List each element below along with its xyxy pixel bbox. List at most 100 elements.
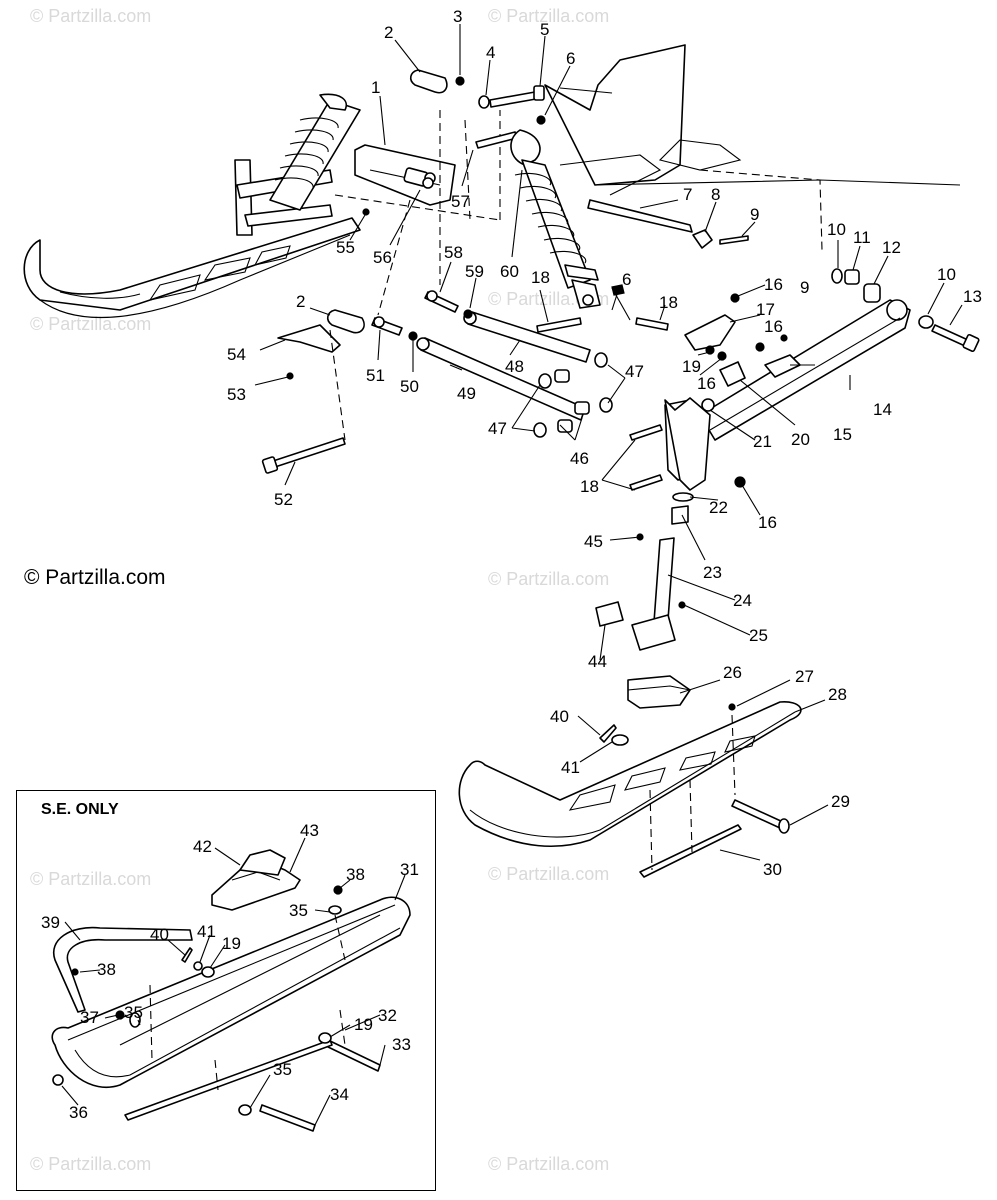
part-18-bolt-b [635,317,669,331]
watermark: © Partzilla.com [30,1154,151,1174]
callout-29: 29 [831,792,850,811]
callout-8: 8 [711,185,720,204]
callout-23: 23 [703,563,722,582]
callout-38: 38 [97,960,116,979]
callout-55: 55 [336,238,355,257]
callout-2: 2 [296,292,305,311]
part-30-wear-bar [639,824,742,878]
callout-20: 20 [791,430,810,449]
callout-5: 5 [540,20,549,39]
callout-33: 33 [392,1035,411,1054]
callout-42: 42 [193,837,212,856]
callout-32: 32 [378,1006,397,1025]
se-only-inset-frame: S.E. ONLY [16,790,436,1191]
watermark: © Partzilla.com [488,6,609,26]
part-47-nut-d [533,422,547,438]
callout-37: 37 [80,1008,99,1027]
part-17-bracket [684,314,736,351]
part-10-washer-left [831,268,843,284]
callout-54: 54 [227,345,246,364]
callout-14: 14 [873,400,892,419]
part-35-washer-a [328,905,342,915]
callout-labels: 1 2 3 4 5 6 7 8 9 10 11 12 10 13 14 15 1… [41,7,982,1122]
part-60-shock-absorber [510,129,601,309]
part-34-bolt [259,1104,316,1132]
callout-43: 43 [300,821,319,840]
watermark: © Partzilla.com [488,864,609,884]
part-26-ski-saddle [627,675,691,709]
part-16-nut-b [755,342,765,352]
part-28-ski [458,701,802,848]
part-52-bolt [261,437,346,474]
watermark: © Partzilla.com [30,314,151,334]
part-18-bolt-c [629,424,663,441]
callout-40: 40 [150,925,169,944]
part-29-bolt [731,799,790,834]
part-56-nut [422,177,434,189]
copyright-notice: © Partzilla.com [24,566,166,589]
callout-41: 41 [561,758,580,777]
part-7-rod [587,199,693,233]
callout-56: 56 [373,248,392,267]
callout-16: 16 [697,374,716,393]
part-13-bolt [931,324,980,353]
part-38-nut-a [71,968,79,976]
callout-4: 4 [486,43,495,62]
callout-45: 45 [584,532,603,551]
callout-59: 59 [465,262,484,281]
part-5-bolt [489,85,545,108]
callout-27: 27 [795,667,814,686]
callout-9: 9 [800,278,809,297]
part-53-rivet [286,372,294,380]
callout-1: 1 [371,78,380,97]
callout-18: 18 [531,268,550,287]
part-16-nut-a [730,293,740,303]
callout-60: 60 [500,262,519,281]
callout-13: 13 [963,287,982,306]
callout-19: 19 [222,934,241,953]
callout-31: 31 [400,860,419,879]
part-8-cap-nut [692,229,713,249]
callout-3: 3 [453,7,462,26]
callout-58: 58 [444,243,463,262]
part-40-cotter-inset [181,947,193,963]
callout-35: 35 [124,1003,143,1022]
part-54-bracket [277,324,341,353]
callout-53: 53 [227,385,246,404]
callout-38: 38 [346,865,365,884]
part-55-bolt [362,208,370,216]
callout-11: 11 [853,228,871,247]
part-9-pin-lower [780,334,788,342]
callout-17: 17 [756,300,775,319]
part-36-bolt [52,1074,64,1086]
part-4-washer [478,95,490,109]
part-41-washer-inset [193,961,203,971]
callout-7: 7 [683,185,692,204]
callout-10: 10 [827,220,846,239]
callout-16: 16 [764,317,783,336]
part-14-trailing-arm [699,299,911,441]
callout-18: 18 [659,293,678,312]
callout-41: 41 [197,922,216,941]
part-46-bushing-a [554,369,570,383]
part-12-spacer [863,283,881,303]
callout-30: 30 [763,860,782,879]
callout-48: 48 [505,357,524,376]
inset-title: S.E. ONLY [41,801,119,818]
part-35-washer-c [238,1104,252,1116]
part-32-wear-bar [124,1039,333,1121]
callout-6: 6 [566,49,575,68]
callout-16: 16 [764,275,783,294]
callout-12: 12 [882,238,901,257]
callout-49: 49 [457,384,476,403]
part-50-nut [408,331,418,341]
part-47-nut-c [538,373,552,389]
callout-44: 44 [588,652,607,671]
callout-19: 19 [682,357,701,376]
watermark: © Partzilla.com [488,1154,609,1174]
part-24-spindle [631,537,676,651]
callout-35: 35 [289,901,308,920]
part-21-spindle-housing [664,397,715,491]
callout-46: 46 [570,449,589,468]
